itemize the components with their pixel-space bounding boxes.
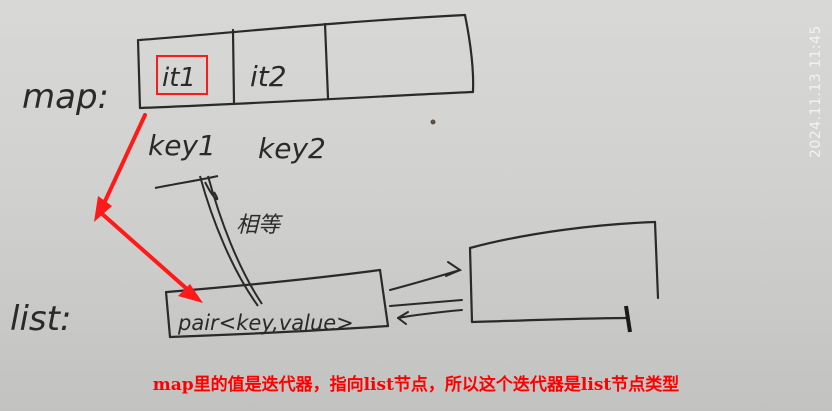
equal-link <box>199 175 263 307</box>
red-arrows <box>98 113 198 299</box>
key-2-label: key2 <box>258 132 326 165</box>
highlight-box <box>156 55 208 95</box>
map-label: map: <box>22 77 109 117</box>
map-array-box <box>136 13 475 110</box>
next-node-box <box>468 220 660 324</box>
equal-note: 相等 <box>236 213 283 238</box>
cell-2-label: it2 <box>250 60 287 93</box>
list-node-box <box>164 268 390 339</box>
caption: map里的值是迭代器，指向list节点，所以这个迭代器是list节点类型 <box>152 375 680 395</box>
red-arrowhead-left <box>94 196 112 222</box>
list-node-label: pair<key,value> <box>177 311 354 335</box>
key-underline <box>154 175 219 189</box>
key-1-label: key1 <box>148 129 216 162</box>
timestamp: 2024.11.13 11:45 <box>808 25 824 158</box>
cell-1-label: it1 <box>162 63 196 93</box>
paper-speck <box>430 119 436 125</box>
ink-mark <box>624 305 632 333</box>
node-pointers <box>389 261 463 325</box>
list-label: list: <box>10 299 71 339</box>
red-arrowhead-right <box>178 284 203 303</box>
